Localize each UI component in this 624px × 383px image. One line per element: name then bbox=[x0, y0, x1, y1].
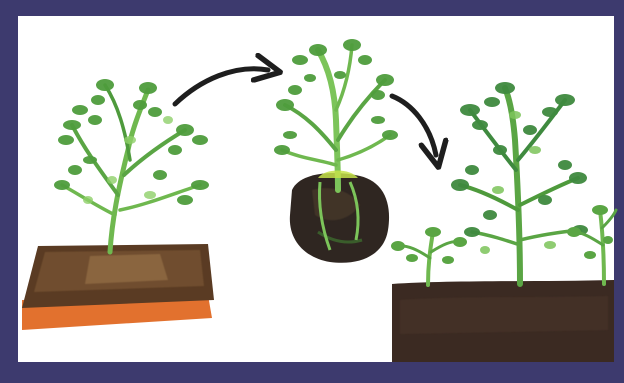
illustration-frame bbox=[0, 0, 624, 383]
watercolor-illustration bbox=[0, 0, 624, 383]
